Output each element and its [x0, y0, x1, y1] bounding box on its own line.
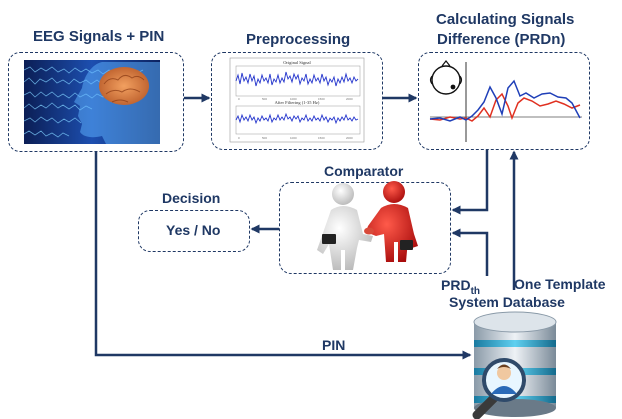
svg-text:1000: 1000: [290, 97, 297, 101]
svg-text:500: 500: [262, 97, 267, 101]
svg-text:500: 500: [262, 136, 267, 140]
calc-box: [418, 52, 590, 150]
prd-threshold-label: PRDth: [441, 277, 480, 297]
prd-sub-text: th: [470, 285, 481, 297]
arrow-pin-to-database: [94, 152, 472, 360]
svg-text:0: 0: [238, 97, 240, 101]
svg-text:0: 0: [238, 136, 240, 140]
yes-no-text: Yes / No: [166, 222, 221, 238]
prd-main-text: PRD: [441, 277, 471, 293]
original-signal-title: Original Signal: [283, 60, 311, 65]
one-template-label: One Template: [514, 276, 606, 292]
svg-text:1000: 1000: [290, 136, 297, 140]
comparator-box: [279, 182, 451, 274]
comparator-label: Comparator: [324, 163, 404, 179]
preprocessing-label: Preprocessing: [246, 31, 351, 48]
after-filtering-title: After Filtering (1-35 Hz): [275, 100, 320, 105]
user-icon: [491, 364, 517, 394]
scalp-map-icon: [429, 60, 463, 95]
svg-text:2000: 2000: [346, 136, 353, 140]
pin-label: PIN: [322, 337, 346, 353]
eeg-box: [8, 52, 184, 152]
calc-label-line1: Calculating Signals: [436, 11, 575, 28]
system-database-label: System Database: [449, 294, 565, 310]
decision-label: Decision: [162, 190, 221, 206]
arrow-prdth-to-comparator: [451, 228, 489, 276]
svg-text:2000: 2000: [346, 97, 353, 101]
svg-text:1500: 1500: [318, 136, 325, 140]
svg-text:1500: 1500: [318, 97, 325, 101]
arrow-calc-to-comparator: [451, 150, 489, 215]
preprocessing-box: [211, 52, 383, 150]
decision-box: [138, 210, 250, 252]
calc-label-line2: Difference (PRDn): [437, 31, 566, 48]
eeg-pin-label: EEG Signals + PIN: [33, 28, 165, 45]
